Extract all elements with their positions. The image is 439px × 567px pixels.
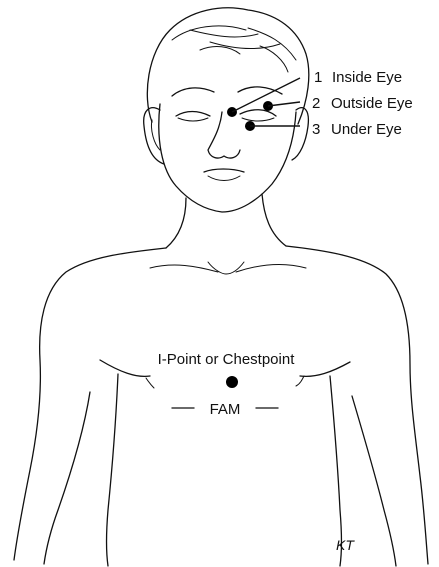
point-2-marker (263, 101, 300, 111)
left-eye (176, 112, 210, 117)
point-2-name: Outside Eye (331, 95, 413, 112)
collarbones (150, 265, 306, 272)
right-inner-arm (352, 396, 396, 566)
head-drawing (144, 8, 309, 248)
point-1-marker (227, 78, 300, 117)
chestpoint-sublabel: FAM (210, 401, 241, 418)
mouth (204, 169, 244, 172)
point-3-name: Under Eye (331, 121, 402, 138)
point-1-number: 1 (314, 69, 322, 86)
left-ear (144, 108, 164, 164)
nose (208, 112, 240, 158)
right-eye (240, 110, 276, 116)
neck (166, 194, 286, 248)
chestpoint-dot (226, 376, 238, 388)
point-2-number: 2 (312, 95, 320, 112)
left-shoulder (14, 248, 166, 560)
artist-initials: KT (336, 537, 355, 553)
right-shoulder (286, 246, 428, 564)
point-3-number: 3 (312, 121, 320, 138)
right-ear (292, 108, 308, 160)
outside-eye-leader (268, 102, 300, 106)
torso-left-side (107, 374, 119, 566)
left-inner-arm (44, 392, 90, 564)
left-eyebrow (172, 88, 214, 96)
chestpoint-label: I-Point or Chestpoint (158, 351, 296, 368)
hair-outline (147, 8, 309, 124)
hair-strands (172, 26, 296, 60)
point-1-name: Inside Eye (332, 69, 402, 86)
point-labels: 1 Inside Eye 2 Outside Eye 3 Under Eye (312, 69, 413, 138)
point-3-marker (245, 121, 300, 131)
